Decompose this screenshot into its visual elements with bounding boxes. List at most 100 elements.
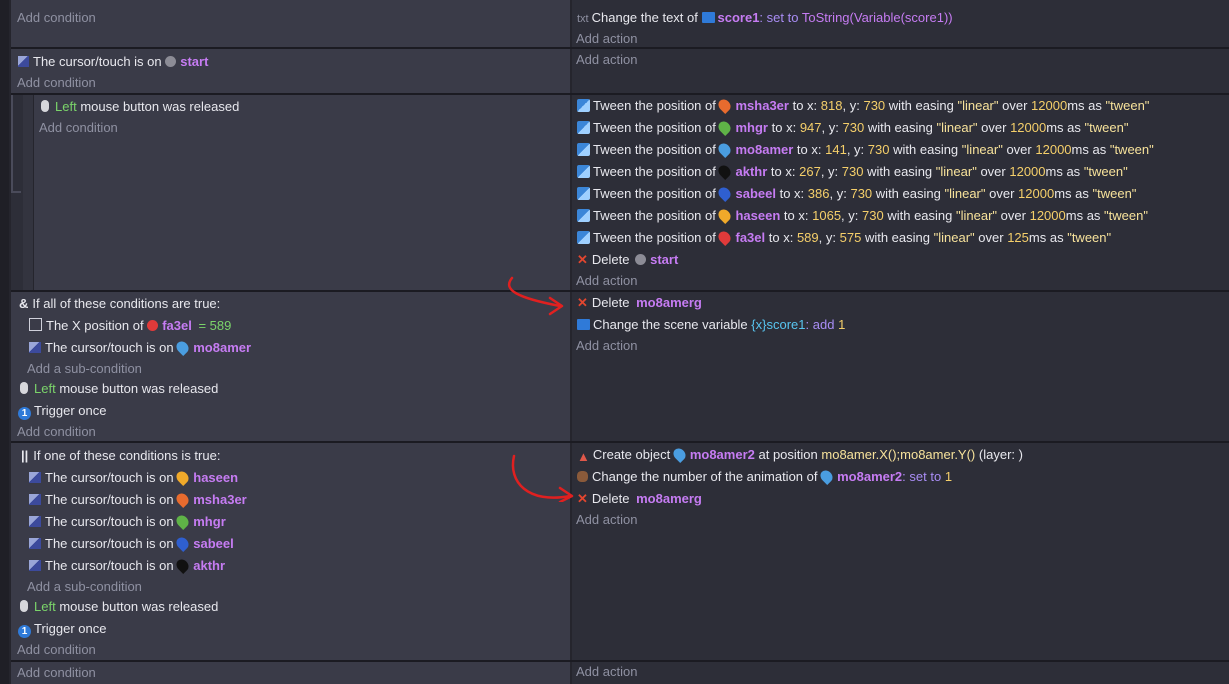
condition-label: The cursor/touch is on: [45, 492, 174, 507]
condition-cursor-on[interactable]: The cursor/touch is on haseen: [29, 468, 238, 488]
condition-cursor-on-start[interactable]: The cursor/touch is on start: [18, 52, 208, 72]
text-object-icon: [701, 12, 715, 23]
condition-cursor-on[interactable]: The cursor/touch is on mhgr: [29, 512, 226, 532]
easing-value: "linear": [956, 208, 998, 223]
action-label: Tween the position of: [593, 120, 716, 135]
param-label: to x:: [770, 164, 796, 179]
action-create-object[interactable]: ▲Create object mo8amer2 at position mo8a…: [577, 445, 1023, 465]
condition-mouse-released[interactable]: Left mouse button was released: [20, 379, 218, 399]
x-value: 818: [820, 98, 843, 113]
group-header: If all of these conditions are true:: [32, 296, 221, 311]
add-condition-link[interactable]: Add condition: [17, 75, 96, 90]
cursor-icon: [29, 472, 41, 483]
action-tween-position[interactable]: Tween the position of fa3el to x: 589, y…: [577, 228, 1111, 248]
param-label: , y:: [821, 120, 839, 135]
condition-cursor-on-mo8amer[interactable]: The cursor/touch is on mo8amer: [29, 338, 251, 358]
event1-conditions: [11, 49, 570, 93]
object-name: akthr: [193, 558, 226, 573]
tween-icon: [577, 165, 590, 178]
expression: ToString(Variable(score1)): [801, 10, 953, 25]
add-action-link[interactable]: Add action: [576, 31, 638, 46]
add-condition-link[interactable]: Add condition: [17, 424, 96, 439]
param-label: ms as: [1045, 164, 1081, 179]
action-tween-position[interactable]: Tween the position of msha3er to x: 818,…: [577, 96, 1149, 116]
condition-label: Trigger once: [34, 621, 107, 636]
add-subcondition-link[interactable]: Add a sub-condition: [27, 361, 142, 376]
condition-label: mouse button was released: [59, 599, 219, 614]
param-label: over: [1006, 142, 1032, 157]
add-condition-link[interactable]: Add condition: [17, 665, 96, 680]
condition-cursor-on[interactable]: The cursor/touch is on msha3er: [29, 490, 247, 510]
param-label: over: [1002, 98, 1028, 113]
param-label: ms as: [1067, 98, 1102, 113]
condition-x-position[interactable]: The X position of fa3el = 589: [29, 316, 231, 336]
add-condition-link[interactable]: Add condition: [17, 10, 96, 25]
add-action-link[interactable]: Add action: [576, 52, 638, 67]
condition-cursor-on[interactable]: The cursor/touch is on sabeel: [29, 534, 234, 554]
event5-conditions: [11, 662, 570, 684]
add-action-link[interactable]: Add action: [576, 273, 638, 288]
param-label: , y:: [846, 142, 865, 157]
easing-value: "linear": [935, 164, 977, 179]
param-label: over: [989, 186, 1015, 201]
action-tween-position[interactable]: Tween the position of mo8amer to x: 141,…: [577, 140, 1154, 160]
action-label: Change the text of: [591, 10, 698, 25]
variable-name: score1: [766, 317, 806, 332]
action-tween-position[interactable]: Tween the position of sabeel to x: 386, …: [577, 184, 1136, 204]
object-name: start: [180, 54, 209, 69]
object-icon: [174, 469, 192, 486]
operator: : set to: [902, 469, 942, 484]
y-value: 730: [841, 164, 864, 179]
add-subcondition-link[interactable]: Add a sub-condition: [27, 579, 142, 594]
object-name: mo8amer: [735, 142, 794, 157]
tween-icon: [577, 121, 590, 134]
event0-conditions: [11, 0, 570, 47]
action-delete-mo8amerg[interactable]: ✕Delete mo8amerg: [577, 293, 702, 313]
easing-value: "linear": [933, 230, 975, 245]
param-label: , y:: [820, 164, 839, 179]
action-delete-start[interactable]: ✕Delete start: [577, 250, 678, 270]
or-icon: ||: [21, 448, 29, 463]
duration-value: 12000: [1018, 186, 1055, 201]
param-label: , y:: [841, 208, 859, 223]
trigger-once-icon: 1: [18, 625, 31, 638]
operator: : set to: [759, 10, 799, 25]
create-object-icon: ▲: [577, 449, 590, 464]
condition-all-group[interactable]: &If all of these conditions are true:: [19, 294, 220, 314]
action-delete-mo8amerg[interactable]: ✕Delete mo8amerg: [577, 489, 702, 509]
object-name: sabeel: [193, 536, 234, 551]
event-divider: [11, 660, 1229, 662]
action-label: Tween the position of: [593, 164, 716, 179]
object-name: mo8amer2: [837, 469, 903, 484]
easing-value: "linear": [961, 142, 1003, 157]
object-name: mo8amerg: [636, 491, 702, 506]
animation-icon: [577, 471, 588, 482]
scene-variable-icon: {x}: [751, 317, 767, 332]
action-tween-position[interactable]: Tween the position of haseen to x: 1065,…: [577, 206, 1148, 226]
condition-mouse-released[interactable]: Left mouse button was released: [41, 97, 239, 117]
add-condition-link[interactable]: Add condition: [39, 120, 118, 135]
add-condition-link[interactable]: Add condition: [17, 642, 96, 657]
mo8amer2-object-icon: [818, 468, 836, 485]
condition-mouse-released[interactable]: Left mouse button was released: [20, 597, 218, 617]
action-change-scene-variable[interactable]: Change the scene variable {x}score1: add…: [577, 315, 845, 335]
cursor-icon: [29, 494, 41, 505]
x-value: 267: [799, 164, 821, 179]
condition-any-group[interactable]: ||If one of these conditions is true:: [21, 446, 220, 466]
variable-icon: [577, 319, 590, 330]
object-name: haseen: [193, 470, 239, 485]
action-tween-position[interactable]: Tween the position of mhgr to x: 947, y:…: [577, 118, 1128, 138]
tween-name: "tween": [1105, 98, 1150, 113]
action-change-animation[interactable]: Change the number of the animation of mo…: [577, 467, 952, 487]
action-tween-position[interactable]: Tween the position of akthr to x: 267, y…: [577, 162, 1128, 182]
event-divider: [11, 441, 1229, 443]
add-action-link[interactable]: Add action: [576, 338, 638, 353]
mouse-button: Left: [34, 381, 56, 396]
add-action-link[interactable]: Add action: [576, 664, 638, 679]
tween-icon: [577, 99, 590, 112]
condition-cursor-on[interactable]: The cursor/touch is on akthr: [29, 556, 225, 576]
add-action-link[interactable]: Add action: [576, 512, 638, 527]
